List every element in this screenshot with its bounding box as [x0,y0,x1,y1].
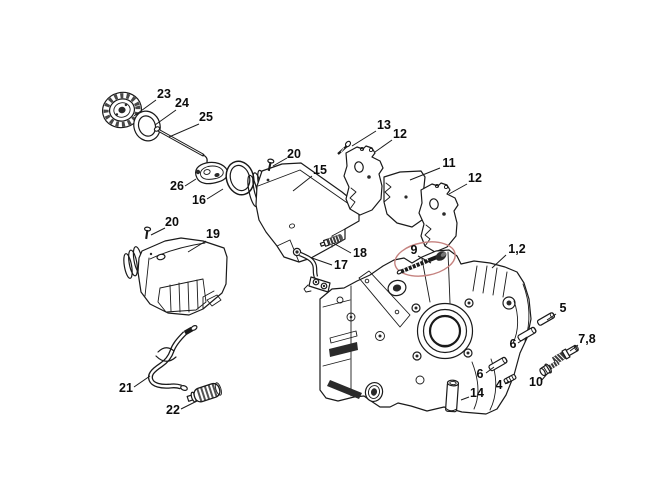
part-sealing-ring [133,110,161,142]
part-label-12a: 12 [393,127,407,141]
part-label-11: 11 [442,156,455,170]
leader-7-8 [569,344,579,352]
part-screw-20a [267,158,275,172]
leader-16 [206,188,224,200]
part-bushing [445,379,460,413]
part-baffle-plate-11 [383,170,426,228]
part-hose-elbow [292,247,331,293]
leader-5 [546,313,557,321]
part-pin-6a [517,326,537,342]
part-gasket-plate-12a [343,145,384,216]
part-label-26: 26 [170,179,184,193]
leader-23 [133,99,157,117]
leader-15 [292,175,313,192]
leader-20b [150,227,166,236]
part-label-18: 18 [353,246,367,260]
part-label-6a: 6 [510,337,517,351]
part-crankcase [319,249,532,415]
leader-1-2 [491,254,507,269]
part-screw-20b [143,226,152,240]
part-label-24: 24 [175,96,189,110]
part-label-14: 14 [470,386,484,400]
part-label-9: 9 [411,243,418,257]
part-connector-nipple [319,234,343,247]
leader-14 [460,396,470,401]
leader-12a [374,139,393,153]
leader-6a [517,336,528,344]
part-fuel-cap [102,91,142,129]
part-label-6b: 6 [477,367,484,381]
leader-19 [187,240,207,253]
part-label-19: 19 [206,227,220,241]
part-cap-retainer-rod [153,126,208,163]
leader-17 [311,257,333,266]
part-label-7-8: 7,8 [578,332,595,346]
part-label-17: 17 [334,258,348,272]
leader-lines [133,99,579,410]
leader-6b [485,366,495,374]
leader-26 [184,178,197,187]
leader-9 [417,255,432,264]
part-label-4: 4 [496,378,503,392]
part-screw-10 [539,360,560,377]
part-label-20b: 20 [165,215,179,229]
part-o-ring [225,160,255,196]
part-retainer-bracket [194,161,229,185]
leader-22 [180,400,198,410]
leader-18 [332,242,352,254]
part-label-13: 13 [377,118,391,132]
part-screw-13 [337,140,352,155]
leader-12b [448,183,468,195]
part-label-1-2: 1,2 [508,242,525,256]
leader-24 [154,109,177,126]
part-fuel-hose [147,325,198,391]
part-label-22: 22 [166,403,180,417]
part-labels: 23 24 25 26 16 20 15 13 12 11 12 20 19 1… [119,87,596,417]
part-label-21: 21 [119,381,133,395]
leader-21 [133,375,151,388]
part-label-23: 23 [157,87,171,101]
part-label-25: 25 [199,110,213,124]
leader-20a [272,157,288,167]
part-label-20a: 20 [287,147,301,161]
leader-13 [351,130,377,147]
part-label-16: 16 [192,193,206,207]
leader-25 [168,123,200,138]
part-fuel-filter [186,382,222,403]
part-fuel-tank [123,237,228,316]
leader-10 [540,373,548,382]
part-label-10: 10 [529,375,543,389]
highlight-ellipse [394,241,456,277]
part-label-12b: 12 [468,171,482,185]
part-label-15: 15 [313,163,327,177]
part-tank-housing [247,162,360,263]
part-screw-9-highlighted [394,241,456,277]
part-label-5: 5 [560,301,567,315]
leader-4 [504,380,510,385]
part-pin-5 [536,312,556,326]
leader-11 [409,167,441,181]
